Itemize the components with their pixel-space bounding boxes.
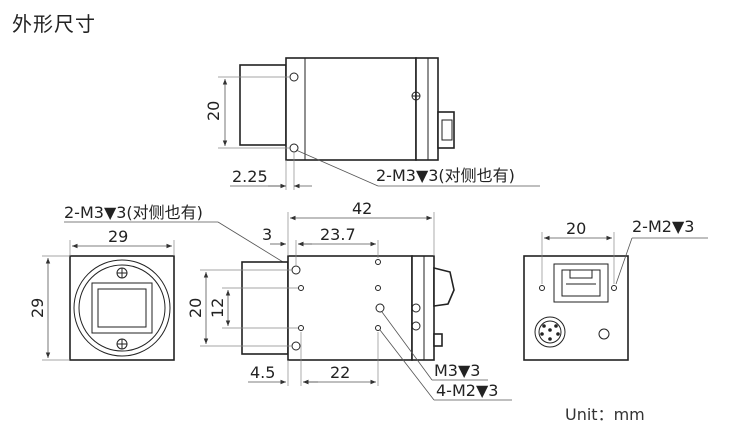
page-title: 外形尺寸 [12,12,96,36]
side-view-callout-m3: M3▼3 [434,361,480,380]
side-view-lens-mount [241,261,289,355]
side-view-dim-length: 42 [352,199,372,218]
side-view-dim-22: 22 [330,363,350,382]
top-view: 20 2.25 2-M3▼3(对侧也有) [204,57,540,190]
unit-note: Unit：mm [565,405,645,424]
rear-view-dim-width: 20 [566,219,586,238]
side-view-dim-20: 20 [186,298,205,318]
front-view-dim-width: 29 [108,227,128,246]
front-view-callout: 2-M3▼3(对侧也有) [64,203,203,222]
rear-view-ethernet-port [553,263,609,303]
side-view: 42 3 23.7 20 12 4.5 22 M3▼3 4-M2▼ [186,199,512,401]
side-view-dim-23-7: 23.7 [320,225,356,244]
top-view-body [285,57,417,161]
rear-view-hole [611,285,617,291]
side-view-m3-hole [375,303,385,313]
top-view-dim-offset: 2.25 [232,167,268,186]
front-view: 29 29 2-M3▼3(对侧也有) [28,203,297,361]
rear-view-hole [539,285,545,291]
side-view-callout-m2: 4-M2▼3 [436,381,498,400]
rear-view-body [523,255,629,361]
rear-view-power-connector [534,316,566,348]
front-view-lens-ring-outer [73,259,171,357]
front-view-lens-ring-inner [78,264,166,352]
side-view-dim-12: 12 [208,298,227,318]
top-view-dim-height: 20 [204,101,223,121]
front-view-dim-height: 29 [28,298,47,318]
top-view-lens-mount [239,64,287,146]
side-view-rear-plate [411,255,435,361]
rear-view-callout: 2-M2▼3 [632,217,694,236]
top-view-callout: 2-M3▼3(对侧也有) [376,166,515,185]
top-view-rear-plate [415,57,439,161]
side-view-body [287,255,413,361]
front-view-sensor-window [91,282,153,334]
side-view-connector [433,266,455,307]
rear-view-led [598,328,610,340]
side-view-dim-4-5: 4.5 [250,363,275,382]
rear-view: 20 2-M2▼3 [523,217,708,361]
side-view-dim-3: 3 [262,225,272,244]
